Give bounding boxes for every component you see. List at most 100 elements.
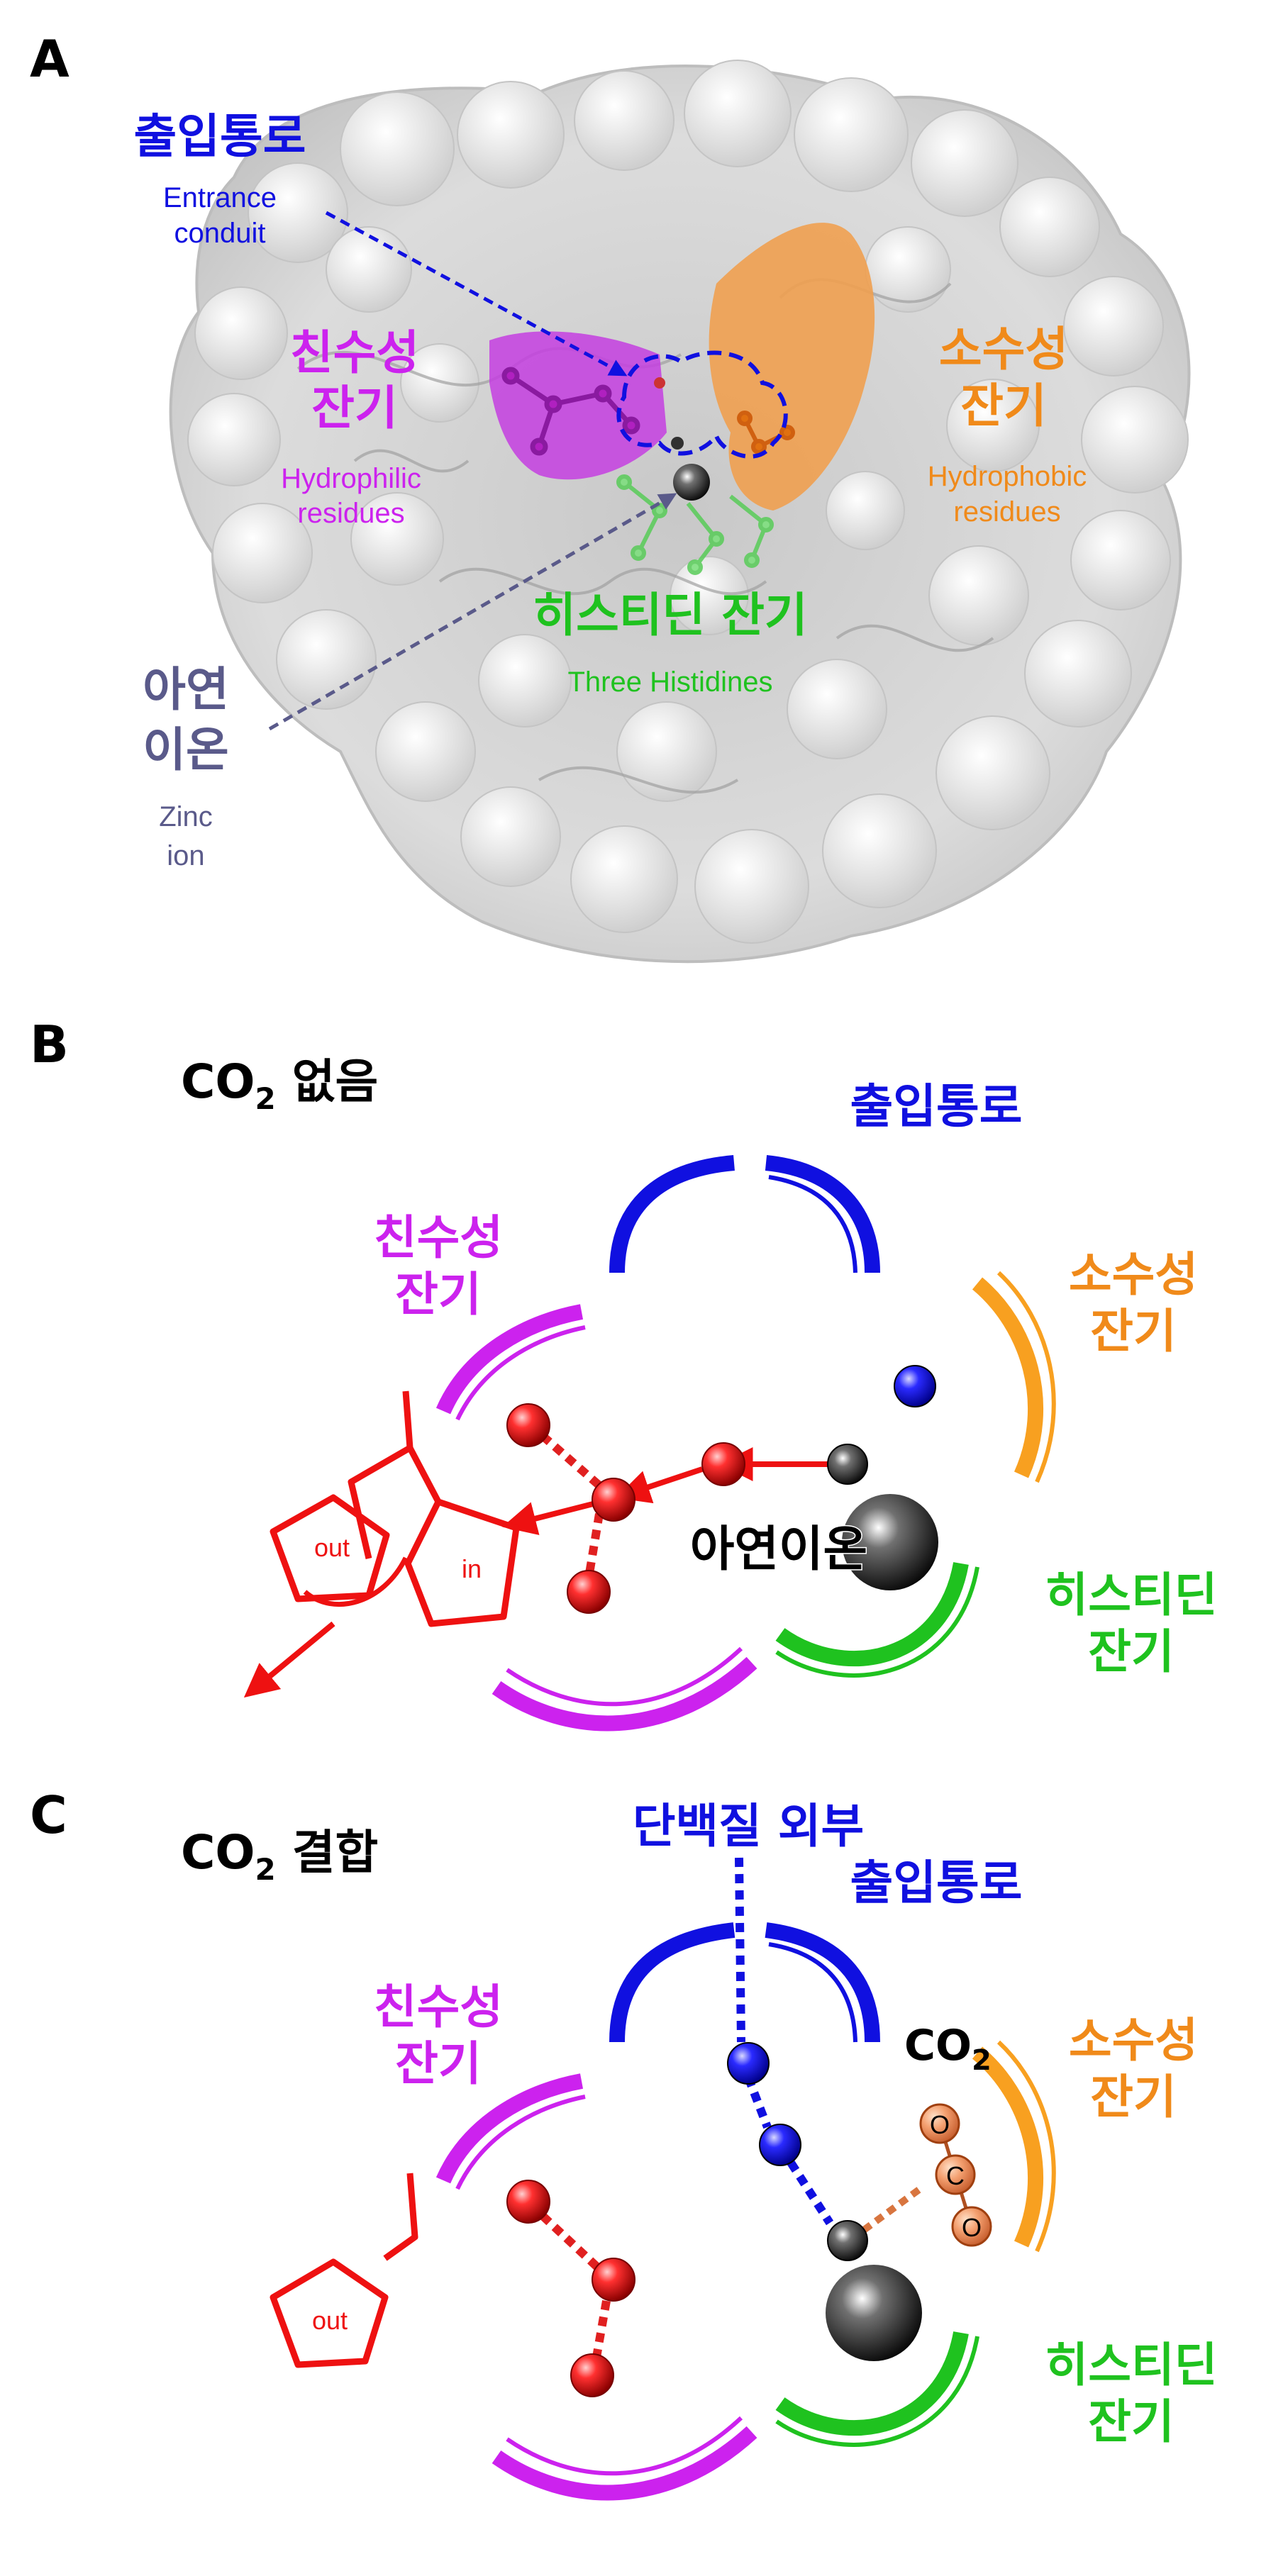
panel-b-title: CO2 없음 (181, 1054, 378, 1116)
panel-c-co2-label: CO2 (904, 2021, 992, 2077)
panel-c-ring-out-label: out (312, 2306, 348, 2335)
hydrophobic-en-1: Hydrophobic (928, 461, 1087, 492)
panel-c-title-sub: 2 (255, 1852, 276, 1887)
histidine-ko: 히스티딘 잔기 (533, 588, 807, 642)
panel-b-hydrophilic-label-1: 친수성 (374, 1210, 503, 1265)
panel-c-blue-sphere-2 (759, 2124, 801, 2166)
panel-c-blue-dotted-path (735, 1857, 834, 2226)
panel-b-proton-pathway (502, 1447, 833, 1535)
panel-b-zinc-label: 아연이온 (690, 1522, 867, 1578)
panel-b-hydrophobic-arcs (972, 1271, 1056, 1483)
panel-c-co2-c-label: C (946, 2161, 965, 2190)
panel-c-zinc-hydroxide (827, 2220, 868, 2261)
active-site-water (654, 377, 665, 389)
panel-label-a: A (30, 29, 70, 89)
panel-c-co2-oxygen-1 (919, 2103, 960, 2144)
panel-c-co2-o1-label: O (930, 2110, 950, 2139)
hydrophilic-ko-1: 친수성 (290, 325, 419, 380)
label-entrance-conduit: 출입통로 Entrance conduit (134, 109, 306, 249)
panel-c-hydrophobic-label-1: 소수성 (1069, 2013, 1198, 2068)
zinc-ion-sphere (673, 464, 710, 501)
panel-b-title-co: CO (181, 1054, 255, 1109)
panel-c-title: CO2 결합 (181, 1825, 378, 1887)
panel-c-hbond-dotted (539, 2212, 611, 2363)
zinc-en-2: ion (167, 840, 204, 871)
panel-b-histidine-label-2: 잔기 (1088, 1624, 1174, 1679)
panel-b-entrance-label: 출입통로 (850, 1079, 1023, 1134)
panel-c-co2-sub: 2 (972, 2044, 992, 2077)
panel-c-co2-co: CO (904, 2021, 972, 2070)
panel-c-water-2 (592, 2258, 635, 2302)
panel-b-hbond-dotted (540, 1432, 604, 1578)
panel-c-co2-oxygen-2 (951, 2206, 992, 2247)
panel-c-hydrophilic-label-1: 친수성 (374, 1980, 503, 2034)
hydrophobic-ko-1: 소수성 (939, 322, 1068, 377)
panel-b-title-rest: 없음 (276, 1054, 378, 1109)
panel-b-zinc-hydroxide (827, 1444, 868, 1485)
hydrophobic-residue-sticks (737, 411, 795, 455)
panel-b-entrance-arcs (609, 1155, 880, 1273)
panel-c-entrance-arcs (609, 1922, 880, 2043)
panel-b-histidine-residue (243, 1390, 520, 1698)
label-histidine: 히스티딘 잔기 Three Histidines (533, 588, 807, 698)
entrance-conduit-outline (616, 350, 788, 459)
panel-b-water-3 (506, 1403, 550, 1447)
panel-c-hydrophilic-label-2: 잔기 (395, 2036, 481, 2091)
panel-label-c: C (30, 1785, 67, 1845)
entrance-conduit-arrow (325, 211, 628, 377)
panel-c-co2-text: CO2 (904, 2021, 992, 2077)
panel-c-co2-molecule: O C O (919, 2103, 992, 2247)
panel-c-co2-o2-label: O (962, 2213, 982, 2242)
panel-b-water-2 (592, 1478, 635, 1522)
hydrophobic-patch (709, 223, 875, 511)
panel-c-entrance-label: 출입통로 (850, 1856, 1023, 1910)
panel-b-histidine-arcs (775, 1561, 979, 1678)
panel-b-title-sub: 2 (255, 1081, 276, 1116)
panel-c-co2-carbon (935, 2154, 976, 2195)
panel-c-histidine-residue (270, 2173, 418, 2368)
panel-label-b: B (30, 1015, 69, 1074)
histidine-en: Three Histidines (567, 667, 772, 698)
panel-c-title-rest: 결합 (276, 1825, 378, 1880)
entrance-ko: 출입통로 (134, 109, 306, 164)
panel-b-hydrophilic-arcs (435, 1304, 757, 1732)
zinc-bound-water (671, 437, 684, 450)
panel-c-histidine-arcs (775, 2331, 979, 2447)
hydrophilic-en-2: residues (297, 498, 404, 529)
panel-c-hydrophobic-label-2: 잔기 (1090, 2070, 1176, 2124)
panel-c-blue-sphere-1 (727, 2042, 770, 2085)
panel-b-zinc-ion (842, 1494, 938, 1590)
panel-c-water-3 (570, 2353, 614, 2397)
zinc-ko-1: 아연 (143, 662, 228, 717)
panel-b-hydrophilic-label-2: 잔기 (395, 1267, 481, 1322)
entrance-en-1: Entrance (163, 182, 277, 213)
hydrophilic-residue-sticks (501, 367, 640, 456)
panel-b-water-1 (701, 1442, 745, 1486)
label-zinc-ion: 아연 이온 Zinc ion (143, 662, 228, 871)
histidine-residue-sticks (616, 474, 774, 575)
panel-c-histidine-label-2: 잔기 (1088, 2394, 1174, 2449)
zinc-ion-arrow (268, 493, 677, 731)
hydrophilic-ko-2: 잔기 (311, 381, 397, 435)
entrance-en-2: conduit (174, 218, 266, 249)
hydrophilic-en-1: Hydrophilic (281, 463, 421, 494)
panel-b-ring-out-label: out (314, 1533, 350, 1562)
hydrophobic-en-2: residues (953, 496, 1060, 528)
panel-c-hydrophilic-arcs (435, 2073, 757, 2501)
panel-c-hydrophobic-arcs (972, 2040, 1056, 2253)
panel-b-hydrophobic-label-2: 잔기 (1090, 1304, 1176, 1359)
label-hydrophilic: 친수성 잔기 Hydrophilic residues (281, 325, 421, 529)
panel-b-histidine-label-1: 히스티딘 (1045, 1568, 1218, 1622)
panel-c-outside-label: 단백질 외부 (633, 1799, 865, 1853)
panel-b-blue-sphere (894, 1365, 936, 1407)
zinc-en-1: Zinc (159, 801, 213, 832)
zinc-ko-2: 이온 (143, 723, 228, 777)
label-hydrophobic: 소수성 잔기 Hydrophobic residues (928, 322, 1087, 528)
hydrophobic-ko-2: 잔기 (960, 379, 1046, 433)
panel-c-orange-dotted-path (862, 2184, 924, 2234)
panel-c-zinc-ion (826, 2265, 922, 2361)
panel-c-title-co: CO (181, 1825, 255, 1880)
panel-b-ring-in-label: in (462, 1554, 482, 1583)
protein-surface (169, 60, 1191, 964)
